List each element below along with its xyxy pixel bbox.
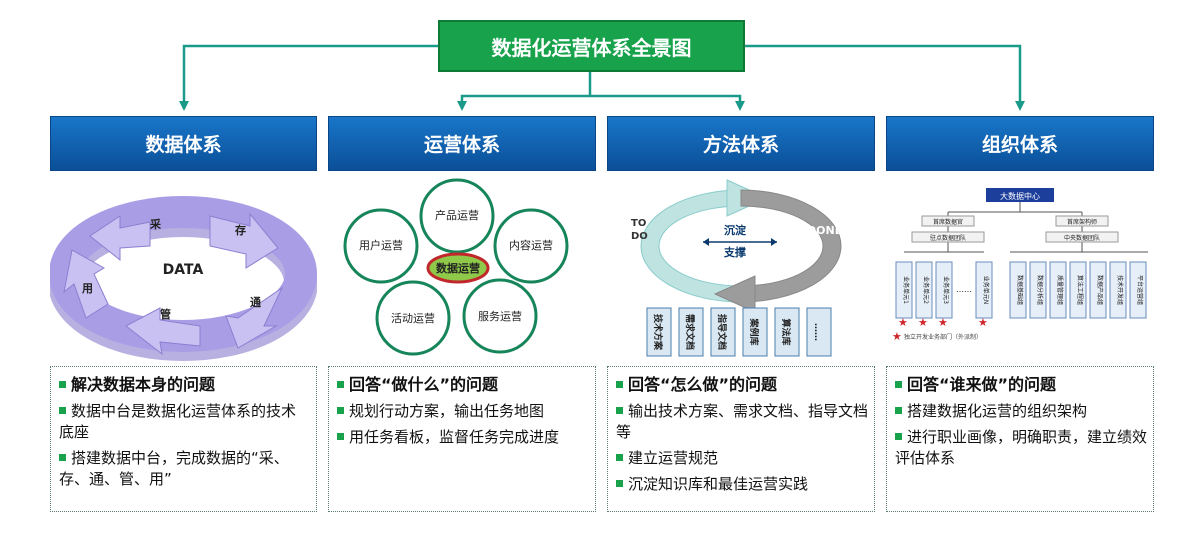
doc-case-library: 案例库	[748, 317, 760, 345]
header-data-system: 数据体系	[50, 116, 317, 171]
org-architect-label: 首席架构师	[1067, 218, 1097, 226]
desc-org-system: 回答“谁来做”的问题 搭建数据化运营的组织架构 进行职业画像，明确职责，建立绩效…	[886, 366, 1154, 512]
doc-more: ……	[812, 323, 822, 341]
org-group-product: 数据产品组	[1096, 275, 1104, 305]
desc-data-point-2: 数据中台是数据化运营体系的技术底座	[59, 402, 297, 441]
org-group-dev: 技术开发组	[1116, 275, 1124, 305]
connector-center-right	[590, 94, 745, 111]
desc-data-system: 解决数据本身的问题 数据中台是数据化运营体系的技术底座 搭建数据中台，完成数据的…	[50, 366, 317, 512]
org-unit-n: 业务单元N	[982, 276, 990, 305]
desc-method-point-1: 回答“怎么做”的问题	[616, 374, 868, 395]
doc-guide: 指导文档	[716, 314, 728, 350]
org-group-analysis: 数据分析组	[1036, 275, 1044, 305]
settle-label: 沉淀	[724, 223, 747, 237]
org-unit-1: 业务单元1	[902, 276, 910, 304]
desc-ops-point-2: 规划行动方案，输出任务地图	[337, 401, 589, 422]
method-cycle-illustration: TO DO DONE 沉淀 支撑 技术方案 需求文档 指导文档 案例库 算法库 …	[607, 176, 875, 362]
org-group-data-base: 数据基础组	[1016, 275, 1024, 305]
desc-org-point-3: 进行职业画像，明确职责，建立绩效评估体系	[895, 428, 1148, 467]
org-group-platform: 平台运营组	[1136, 275, 1144, 305]
desc-data-point-1: 解决数据本身的问题	[59, 374, 310, 395]
support-label: 支撑	[723, 245, 746, 259]
header-ops-system: 运营体系	[328, 116, 596, 171]
desc-ops-point-3: 用任务看板，监督任务完成进度	[337, 427, 589, 448]
header-method-system: 方法体系	[607, 116, 875, 171]
doc-algorithm-library: 算法库	[780, 318, 792, 345]
header-org-system: 组织体系	[886, 116, 1154, 171]
ops-service-label: 服务运营	[478, 309, 522, 323]
ops-content-label: 内容运营	[509, 238, 553, 252]
svg-text:★: ★	[898, 316, 908, 329]
done-label: DONE	[807, 224, 842, 237]
desc-method-system: 回答“怎么做”的问题 输出技术方案、需求文档、指导文档等 建立运营规范 沉淀知识…	[607, 366, 875, 512]
desc-org-point-2: 搭建数据化运营的组织架构	[895, 401, 1147, 422]
desc-org-point-1: 回答“谁来做”的问题	[895, 374, 1147, 395]
doc-tech-plan: 技术方案	[652, 314, 664, 351]
org-central-team-label: 中央数据团队	[1064, 234, 1100, 242]
ops-user-label: 用户运营	[359, 238, 403, 252]
svg-text:★: ★	[918, 316, 928, 329]
org-legend-label: 独立开发业务部门（外派制）	[904, 333, 982, 341]
desc-ops-point-1: 回答“做什么”的问题	[337, 374, 589, 395]
connector-right	[745, 44, 1025, 111]
cycle-step-connect: 通	[250, 296, 261, 309]
org-legend-star-icon: ★	[892, 330, 902, 343]
diagram-title: 数据化运营体系全景图	[438, 20, 745, 72]
todo-label-1: TO	[631, 218, 646, 229]
desc-method-point-2: 输出技术方案、需求文档、指导文档等	[616, 402, 869, 441]
cycle-step-store: 存	[235, 223, 246, 237]
svg-text:★: ★	[938, 316, 948, 329]
svg-text:★: ★	[978, 316, 988, 329]
connector-center-left	[457, 94, 590, 111]
desc-method-point-4: 沉淀知识库和最佳运营实践	[616, 474, 868, 495]
org-unit-3: 业务单元3	[942, 276, 950, 304]
ops-product-label: 产品运营	[435, 208, 479, 222]
todo-label-2: DO	[631, 231, 648, 242]
org-top-label: 大数据中心	[1000, 191, 1040, 201]
cycle-step-collect: 采	[149, 217, 162, 231]
org-field-team-label: 驻点数据团队	[930, 234, 966, 242]
ops-circles-illustration: 数据运营 产品运营 内容运营 服务运营 活动运营 用户运营	[328, 176, 596, 362]
org-group-algorithm: 算法工程组	[1076, 275, 1084, 305]
org-unit-2: 业务单元2	[922, 276, 930, 304]
cycle-step-use: 用	[82, 282, 93, 295]
org-unit-ellipsis: ……	[956, 285, 972, 294]
desc-method-point-3: 建立运营规范	[616, 448, 868, 469]
desc-data-point-3: 搭建数据中台，完成数据的“采、存、通、管、用”	[59, 449, 289, 488]
ops-activity-label: 活动运营	[391, 311, 435, 325]
doc-requirements: 需求文档	[684, 314, 696, 350]
desc-ops-system: 回答“做什么”的问题 规划行动方案，输出任务地图 用任务看板，监督任务完成进度	[328, 366, 596, 512]
connector-left	[179, 44, 438, 111]
data-label: DATA	[163, 262, 204, 278]
ops-center-label: 数据运营	[436, 261, 480, 275]
org-group-quality: 质量管理组	[1056, 275, 1064, 305]
org-cdo-label: 首席数据官	[933, 218, 963, 226]
org-chart-illustration: 大数据中心 首席数据官 首席架构师 驻点数据团队 中央数据团队 业务单元1 业务…	[886, 176, 1154, 362]
cycle-step-manage: 管	[160, 307, 171, 321]
data-cycle-illustration: DATA 采 存 通 管 用	[48, 176, 318, 362]
